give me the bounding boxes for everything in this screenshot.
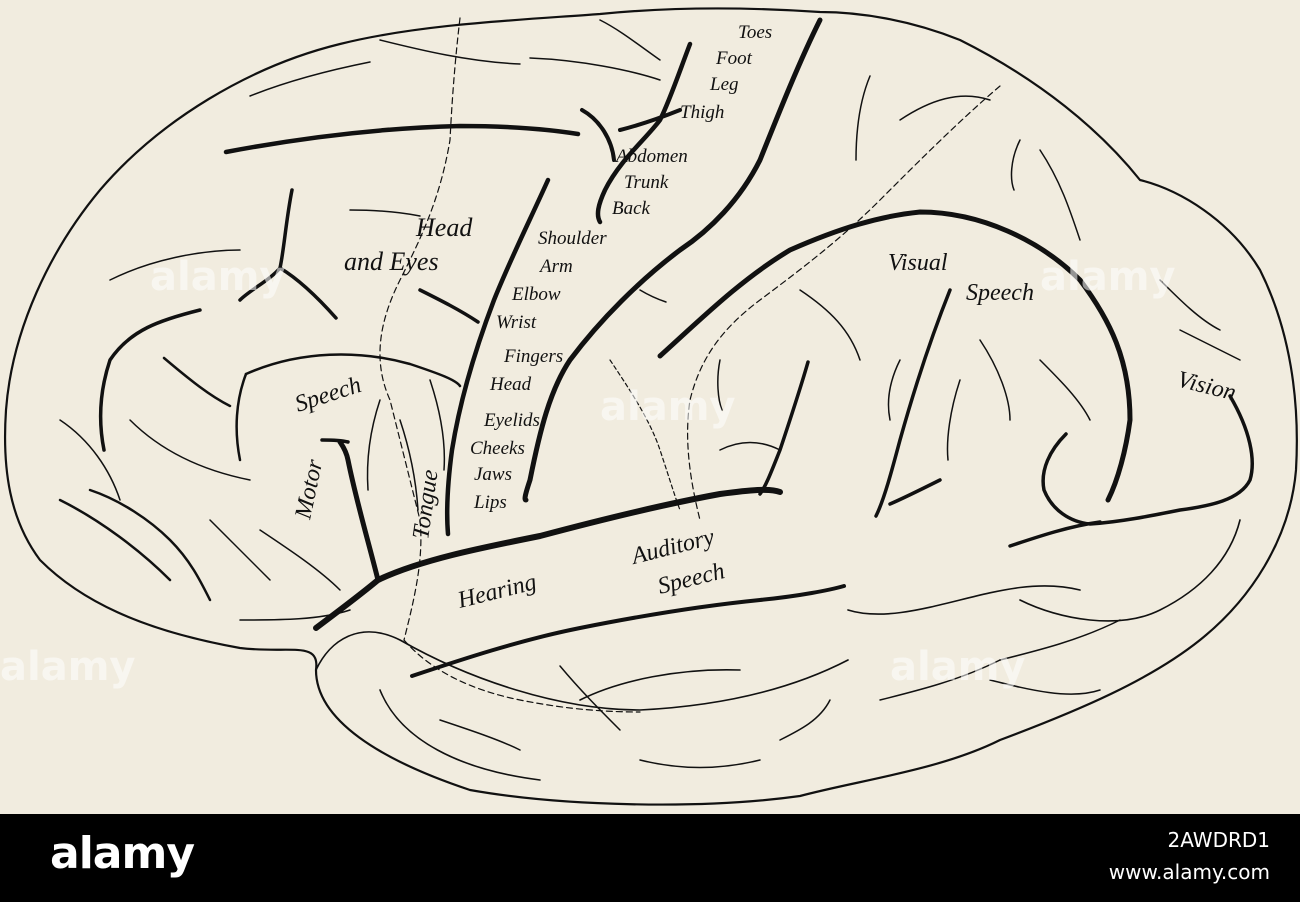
- label-toes: Toes: [738, 22, 772, 43]
- label-back: Back: [612, 198, 651, 219]
- label-hearing: Hearing: [454, 569, 539, 614]
- label-auditory-speech: Speech: [655, 558, 727, 600]
- label-lips: Lips: [473, 492, 507, 513]
- label-visual: Visual: [888, 250, 948, 276]
- label-cheeks: Cheeks: [470, 438, 525, 459]
- alamy-logo: alamy: [50, 828, 195, 879]
- central-sulcus: [522, 17, 823, 503]
- brain-outline: [3, 7, 1298, 806]
- label-fingers: Fingers: [503, 346, 563, 367]
- label-jaws: Jaws: [474, 464, 512, 485]
- watermark-3: alamy: [1040, 254, 1175, 300]
- label-trunk: Trunk: [624, 172, 669, 193]
- label-arm: Arm: [538, 256, 573, 277]
- source-url: www.alamy.com: [1108, 860, 1270, 884]
- label-head-eyes-line2: and Eyes: [344, 247, 439, 276]
- label-elbow: Elbow: [511, 284, 561, 305]
- watermark-5: alamy: [890, 644, 1025, 690]
- watermark-4: alamy: [0, 644, 135, 690]
- label-tongue: Tongue: [408, 468, 444, 541]
- label-head-eyes-line1: Head: [415, 213, 473, 242]
- label-motor: Motor: [290, 457, 328, 523]
- lateral-fissure: [313, 486, 783, 631]
- image-id: 2AWDRD1: [1167, 828, 1270, 852]
- watermark-1: alamy: [150, 254, 285, 300]
- label-shoulder: Shoulder: [538, 228, 607, 249]
- label-vision: Vision: [1175, 367, 1239, 407]
- label-head-small: Head: [489, 374, 532, 395]
- label-abdomen: Abdomen: [614, 146, 688, 167]
- watermark-footer: alamy 2AWDRD1 www.alamy.com: [0, 814, 1300, 902]
- label-eyelids: Eyelids: [483, 410, 540, 431]
- label-thigh: Thigh: [680, 102, 724, 123]
- watermark-2: alamy: [600, 384, 735, 430]
- label-visual-speech: Speech: [966, 280, 1034, 306]
- label-motor-speech: Speech: [292, 372, 365, 418]
- label-leg: Leg: [709, 74, 739, 95]
- label-foot: Foot: [715, 48, 753, 69]
- label-wrist: Wrist: [496, 312, 537, 333]
- brain-illustration: Toes Foot Leg Thigh Abdomen Trunk Back S…: [0, 7, 1298, 806]
